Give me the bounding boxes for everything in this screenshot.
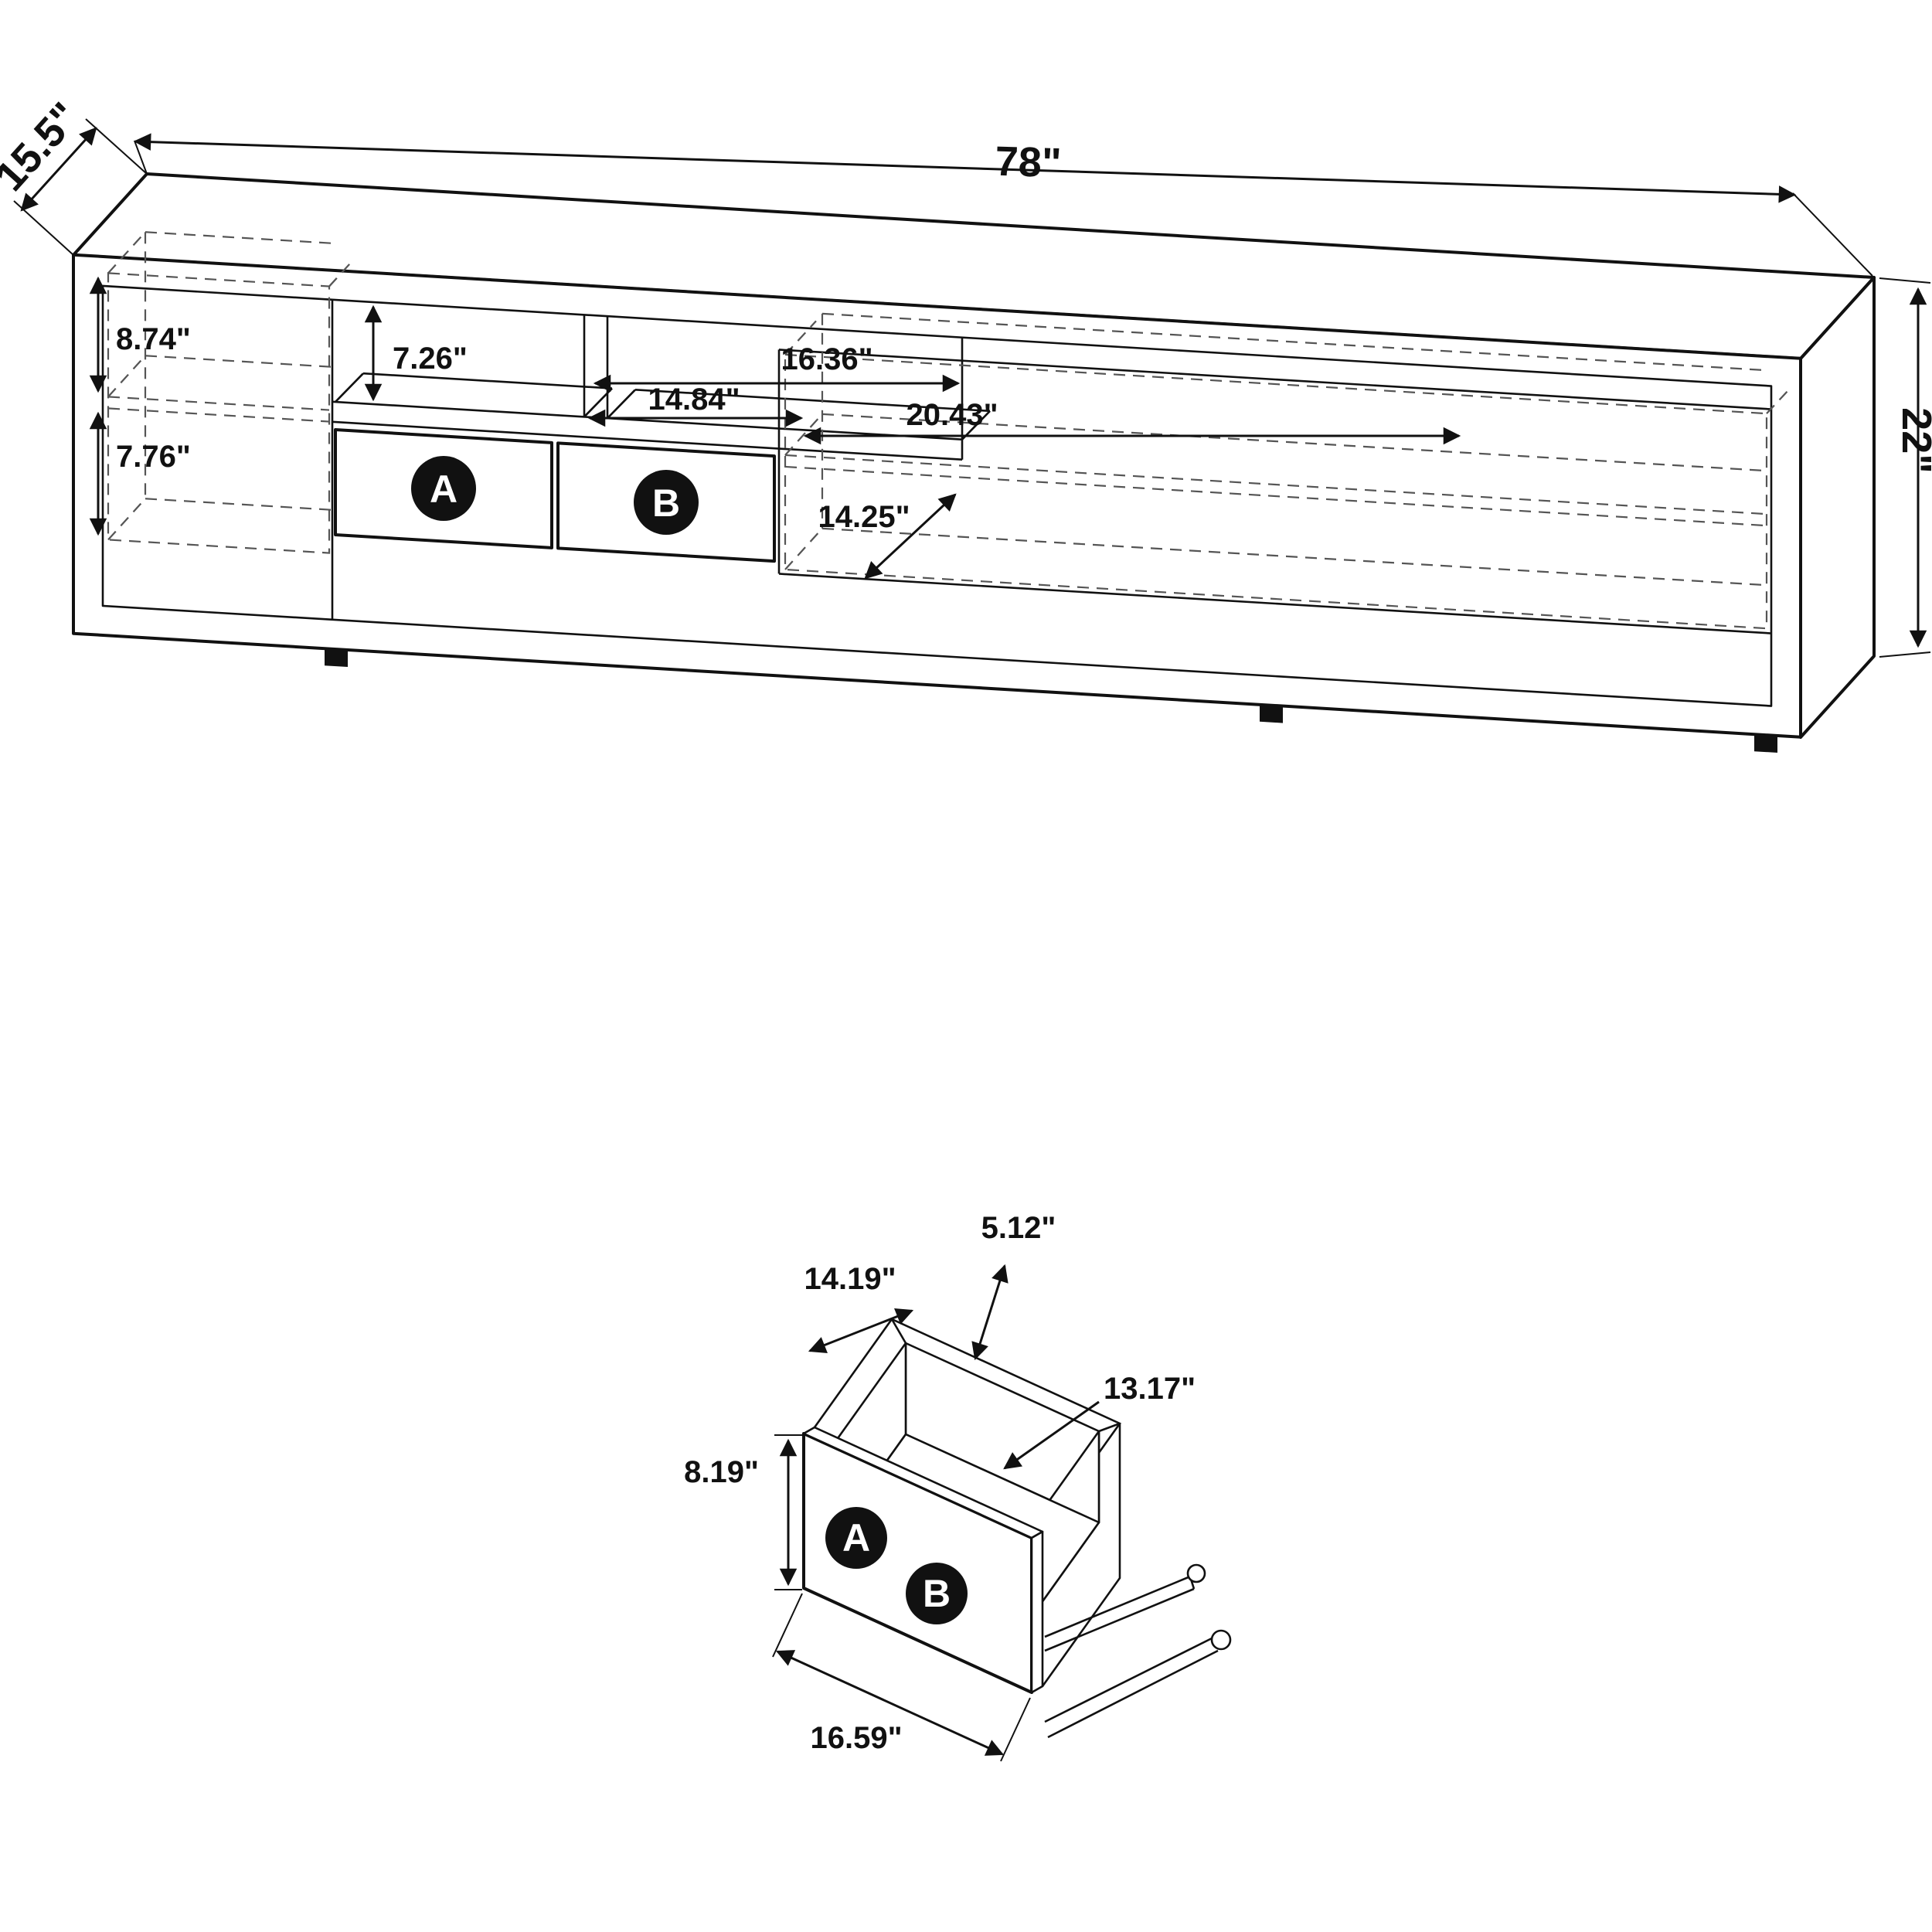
drawer-back-height-dim-label: 5.12" [981, 1211, 1056, 1245]
drawer-front-panel [802, 1426, 1044, 1694]
left-lower-shelf-dim-label: 7.76" [116, 440, 191, 474]
console-drawer-b-label: B [652, 481, 680, 525]
right-cabinet-depth-dim-label: 14.25" [818, 500, 910, 534]
drawer-a-badge: A [825, 1507, 887, 1569]
drawer-dimensions: 5.12" 14.19" 13.17" 8.19" 16.59" [684, 1211, 1196, 1762]
console-drawer-a-badge: A [411, 456, 476, 521]
console-drawer-b-badge: B [634, 470, 699, 535]
drawer-b-badge: B [906, 1563, 968, 1624]
tv-console-drawing: A B 78" 15.5" 22" 8.74" [0, 94, 1932, 753]
console-drawer-a-label: A [430, 468, 457, 511]
drawer-detail-drawing: A B 5.12" 14.19" 13.17" 8.19" [684, 1211, 1232, 1762]
drawer-front-width-dim-label: 16.59" [810, 1721, 902, 1755]
comp-left-width-dim-label: 14.84" [648, 383, 740, 417]
left-cabinet-hidden-lines [107, 231, 355, 554]
drawer-a-label: A [842, 1516, 870, 1560]
drawer-glide-rail [1044, 1563, 1232, 1739]
comp-right-width-dim-label: 16.36" [781, 342, 872, 376]
drawer-front-height-dim-label: 8.19" [684, 1455, 759, 1489]
right-cabinet-width-dim-label: 20.43" [906, 398, 998, 432]
left-upper-shelf-dim-label: 8.74" [116, 322, 191, 356]
console-feet [325, 648, 1777, 753]
console-height-dim-label: 22" [1893, 407, 1932, 474]
console-right-side-face [1799, 276, 1876, 739]
right-cabinet-hidden-lines [784, 312, 1791, 630]
drawer-b-label: B [923, 1572, 951, 1615]
console-width-dim-label: 78" [995, 138, 1063, 187]
console-dimensions: 78" 15.5" 22" 8.74" 7.76" 7.26" 16.36" [0, 94, 1932, 658]
middle-shelf-height-dim-label: 7.26" [393, 342, 468, 376]
drawer-inner-depth-dim-label: 13.17" [1104, 1372, 1196, 1406]
drawer-inner-width-dim-label: 14.19" [804, 1262, 896, 1296]
